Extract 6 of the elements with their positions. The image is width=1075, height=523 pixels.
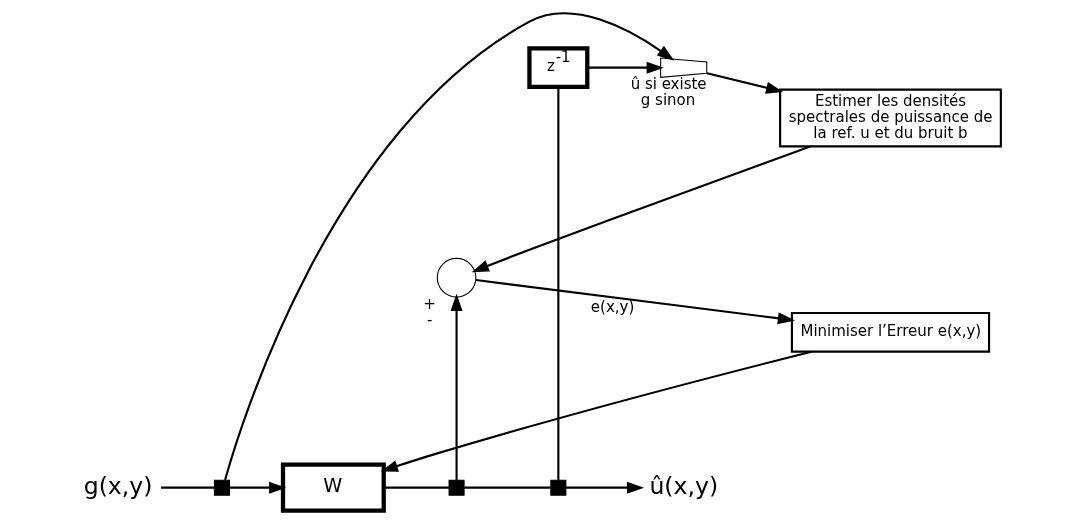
node-label: û si existe g sinon (630, 74, 707, 109)
node-label: - (426, 310, 433, 329)
node-label: + (422, 294, 436, 313)
edge-label: e(x,y) (590, 297, 634, 316)
node-text: û(x,y) (648, 471, 718, 500)
node-text: g(x,y) (83, 471, 152, 500)
